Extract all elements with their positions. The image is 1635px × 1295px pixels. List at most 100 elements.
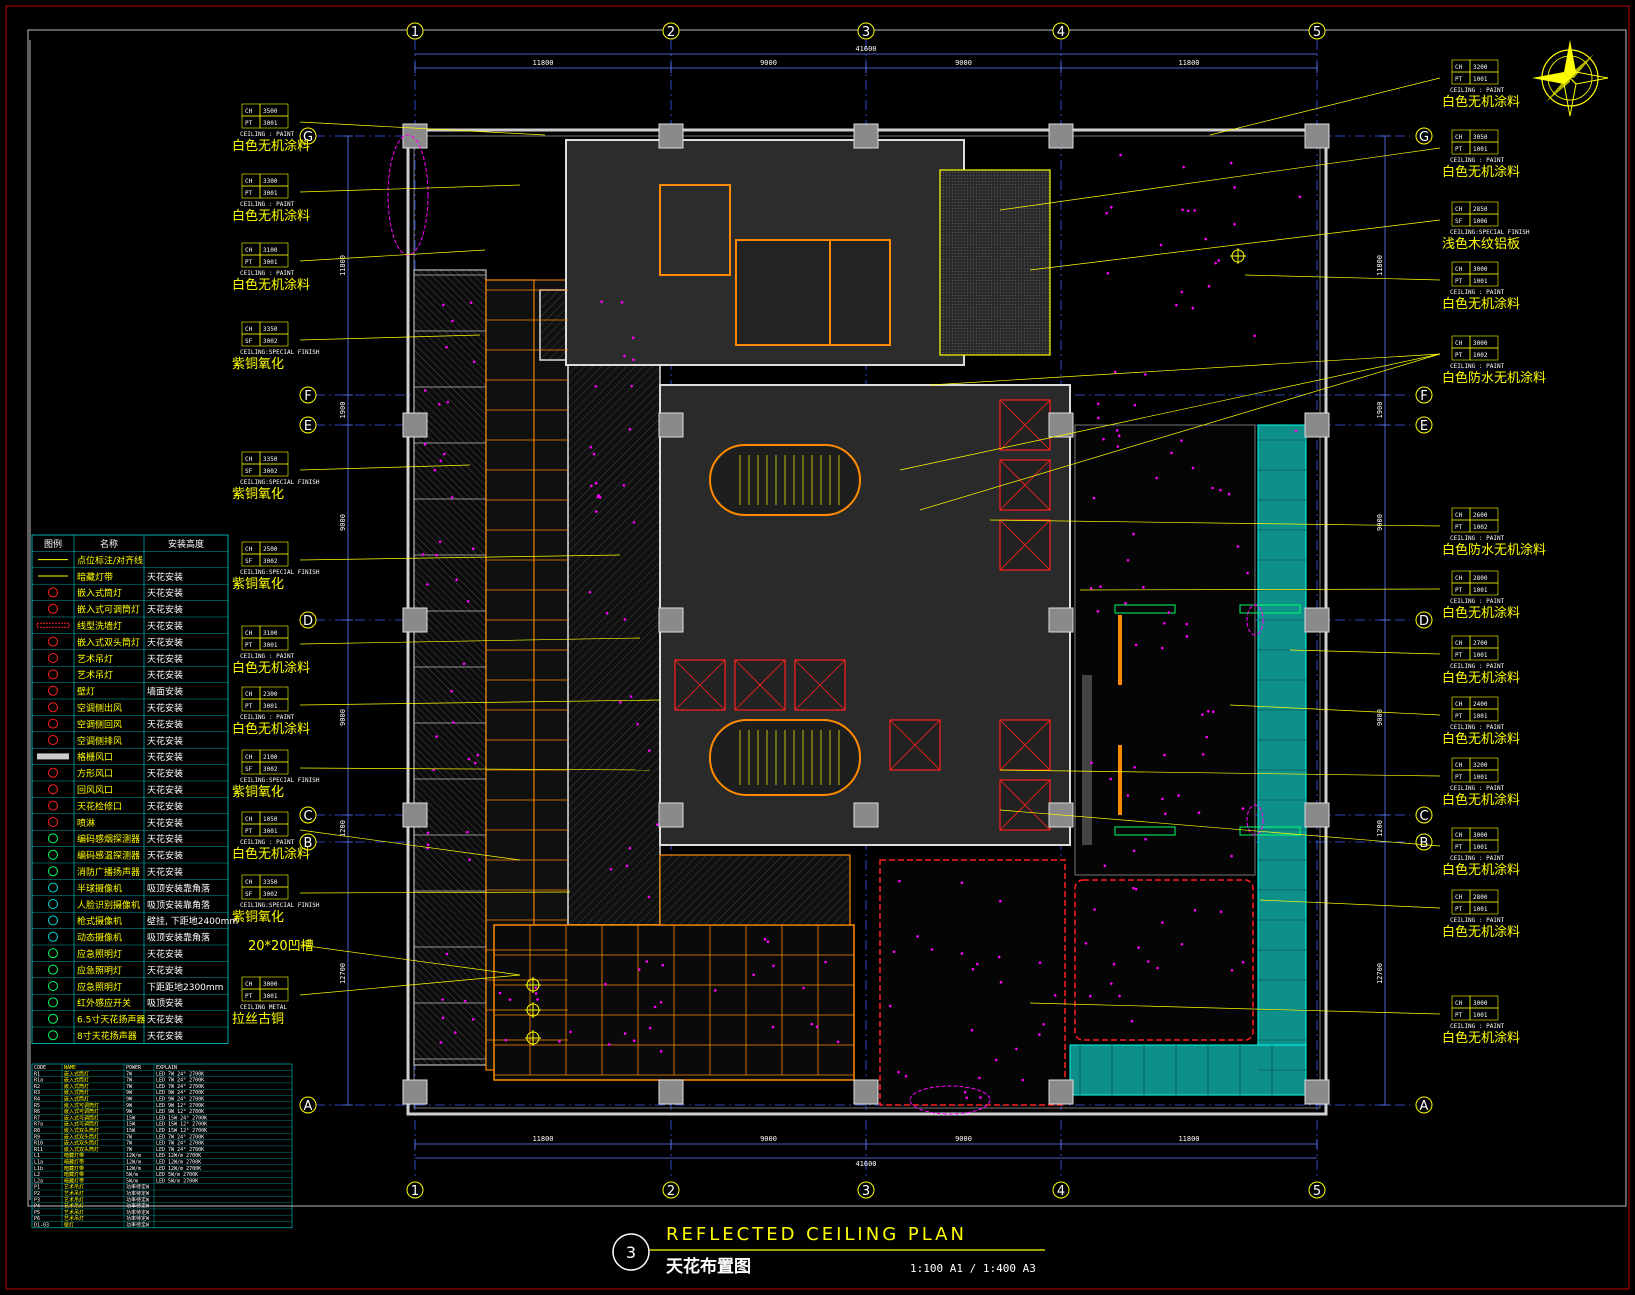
sheet-frame — [5, 5, 1630, 1290]
callout-type: CEILING : PAINT — [1450, 363, 1505, 370]
fixture-point — [472, 547, 475, 550]
face-icon — [48, 899, 58, 909]
column — [402, 1079, 428, 1105]
callout-height: 3050 — [1473, 134, 1488, 141]
fixture-point — [1134, 643, 1138, 647]
spk8-icon — [48, 1030, 58, 1041]
linear-icon — [36, 622, 70, 628]
fixture-point — [1230, 969, 1234, 972]
callout-height: 2400 — [1473, 701, 1488, 708]
callout-pt: PT — [1455, 844, 1463, 851]
fixture-point — [637, 968, 641, 971]
legend-row: 壁灯墙面安装 — [32, 682, 228, 698]
art2-icon — [48, 669, 58, 680]
gun-icon — [48, 915, 58, 926]
grid-bubble: 3 — [857, 22, 875, 40]
callout-ch: CH — [245, 816, 253, 823]
legend-name: 点位标注/对齐线 — [77, 554, 143, 566]
fixture-point — [1112, 962, 1116, 966]
grid-bubble-label: G — [303, 130, 313, 145]
dimension-label: 11800 — [1178, 1135, 1199, 1143]
schedule-cell: 艺术吊灯 — [64, 1184, 84, 1191]
fixture-point — [1144, 373, 1147, 376]
schedule-cell: 暗藏灯带 — [64, 1171, 84, 1178]
callout-code: 3001 — [263, 190, 278, 197]
fixture-point — [1180, 439, 1183, 442]
fixture-point — [439, 1041, 443, 1044]
legend-height: 天花安装 — [147, 669, 183, 681]
callout-type: CEILING : PAINT — [240, 839, 295, 846]
structural-columns — [402, 123, 1330, 1105]
fixture-point — [1163, 622, 1166, 625]
grid-bubble-label: 2 — [667, 25, 675, 40]
access-icon — [48, 800, 58, 811]
dimension-label: 11800 — [532, 1135, 553, 1143]
callout-ch: CH — [1455, 206, 1463, 213]
grid-bubble-label: G — [1419, 130, 1429, 145]
grid-bubble-label: A — [1420, 1099, 1429, 1114]
schedule-cell: 7W — [126, 1071, 133, 1077]
legend-row: 半球摄像机吸顶安装靠角落 — [32, 879, 228, 894]
fixture-point — [965, 1096, 968, 1100]
fixture-point — [438, 403, 441, 406]
callout-type: CEILING : PAINT — [1450, 289, 1505, 296]
schedule-cell: 嵌入式筒灯 — [64, 1083, 89, 1090]
grid-bubble-label: D — [1419, 614, 1429, 629]
legend-row: 8寸天花扬声器天花安装 — [32, 1026, 228, 1042]
callout-ch: CH — [1455, 832, 1463, 839]
column — [853, 802, 879, 828]
fixture-point — [476, 753, 480, 757]
fixture-point — [1126, 794, 1130, 797]
legend-height: 天花安装 — [147, 636, 183, 648]
legend-name: 空调侧出风 — [77, 702, 122, 714]
fixture-point — [558, 1040, 561, 1043]
schedule-cell: EXPLAIN — [156, 1065, 177, 1071]
dimension-label: 9000 — [760, 59, 777, 67]
schedule-cell: LED 12W/m 2700K — [156, 1153, 201, 1159]
callout-type: CEILING : PAINT — [1450, 87, 1505, 94]
callout-type: CEILING : PAINT — [1450, 855, 1505, 862]
callout-name: 白色无机涂料 — [1442, 924, 1520, 940]
fixture-point — [623, 1032, 627, 1035]
legend-height: 天花安装 — [147, 817, 183, 829]
fixture-point — [1163, 753, 1166, 757]
fixture-point — [630, 384, 633, 388]
callout-name: 白色无机涂料 — [1442, 164, 1520, 180]
callout-code: 1001 — [1473, 278, 1488, 285]
fixture-point — [763, 938, 767, 941]
legend-height: 天花安装 — [147, 587, 183, 599]
schedule-cell: 9W — [126, 1090, 133, 1096]
fixture-point — [1103, 864, 1107, 868]
smoke-icon — [48, 833, 58, 844]
legend-height: 天花安装 — [147, 702, 183, 714]
fixture-point — [1117, 434, 1121, 438]
fixture-point — [1204, 237, 1208, 241]
dome-icon — [48, 882, 58, 893]
grid-bubble-label: 2 — [667, 1184, 675, 1199]
callout-name: 白色无机涂料 — [1442, 94, 1520, 110]
callout-height: 2700 — [1473, 640, 1488, 647]
fixture-point — [1090, 761, 1093, 765]
legend-height: 天花安装 — [147, 1014, 183, 1026]
schedule-cell: LED 7W 24° 2700K — [156, 1134, 204, 1140]
fixture-point — [960, 952, 964, 955]
fixture-point — [970, 1028, 974, 1032]
broadcast-icon — [48, 866, 58, 877]
grid-bubble: E — [299, 416, 317, 434]
fixture-point — [1185, 622, 1188, 626]
fixture-point — [441, 1016, 445, 1020]
schedule-cell: LED 9W 24° 2700K — [156, 1097, 204, 1103]
elevator-shaft — [734, 659, 786, 711]
callout-height: 3000 — [1473, 1000, 1488, 1007]
elevator-shaft — [999, 719, 1051, 771]
fixture-point — [1114, 370, 1117, 374]
fixture-point — [592, 452, 596, 456]
callout-type: CEILING : PAINT — [1450, 663, 1505, 670]
grid-bubble-label: 5 — [1313, 25, 1321, 40]
dimension-label: 1200 — [339, 820, 347, 837]
fixture-point — [1227, 492, 1231, 496]
schedule-cell: P3 — [34, 1197, 40, 1203]
